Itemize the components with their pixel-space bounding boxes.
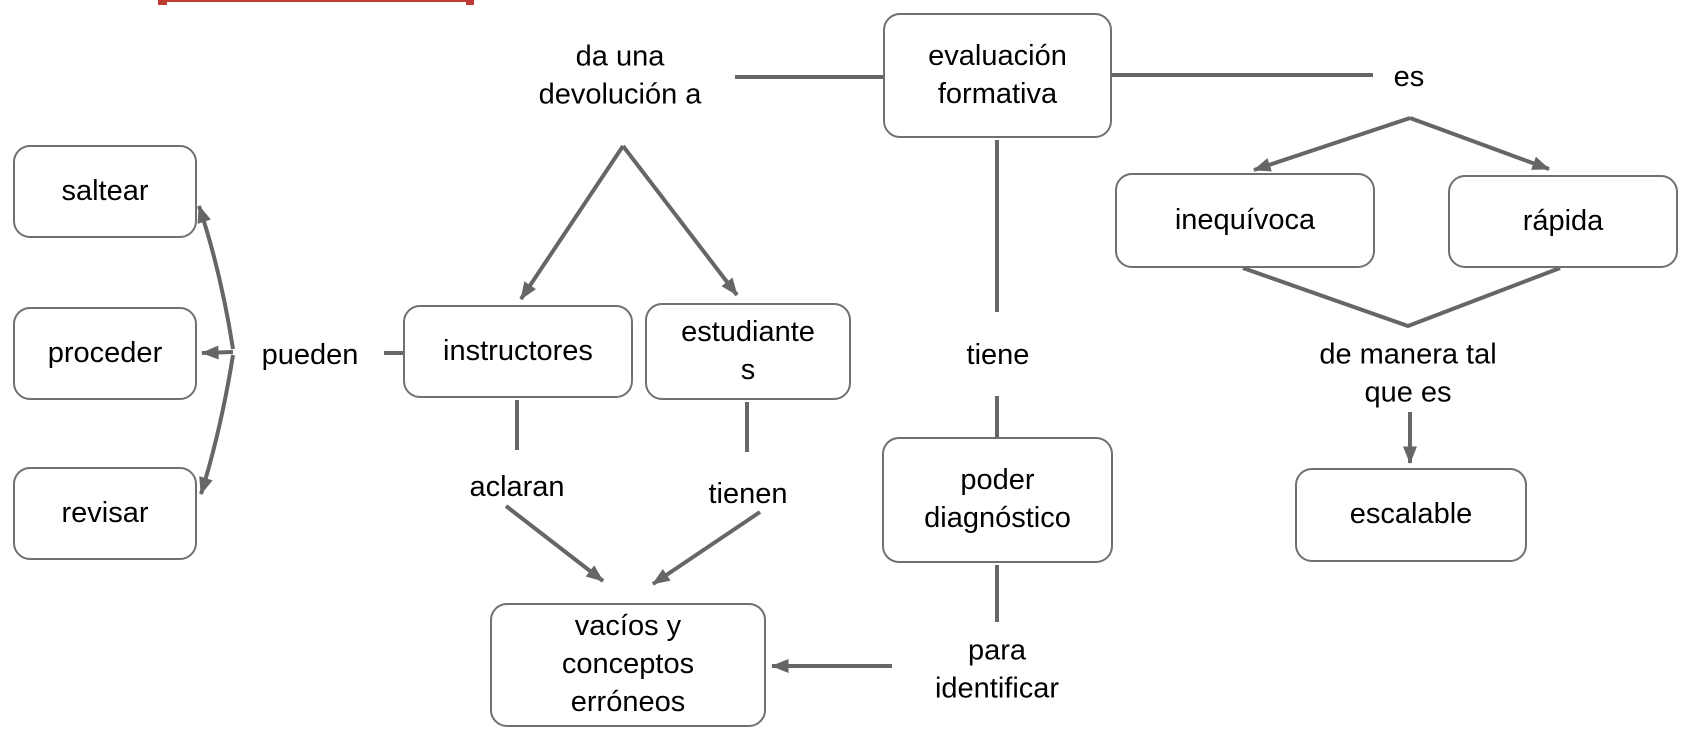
link-label-tiene: tiene xyxy=(966,339,1030,372)
node-inequivoca-label: inequívoca xyxy=(1174,203,1316,236)
node-poder-diagnostico: poder diagnóstico xyxy=(882,437,1113,563)
edge-pueden-to-revisar xyxy=(199,354,235,495)
node-instructores: instructores xyxy=(403,305,633,398)
link-label-pueden: pueden xyxy=(261,339,359,372)
link-label-aclaran: aclaran xyxy=(469,471,565,504)
edge-devolucion-to-estudiantes xyxy=(621,144,739,297)
node-saltear: saltear xyxy=(13,145,197,238)
node-instructores-label: instructores xyxy=(443,334,593,367)
link-label-de-manera-tal-que-es: de manera tal que es xyxy=(1319,338,1497,408)
node-evaluacion-formativa: evaluación formativa xyxy=(883,13,1112,138)
node-rapida-label: rápida xyxy=(1522,204,1604,237)
node-escalable: escalable xyxy=(1295,468,1527,562)
node-vacios-y-conceptos-erroneos: vacíos y conceptos erróneos xyxy=(490,603,766,727)
edge-inequivoca-rapida-to-de-manera xyxy=(1242,266,1561,329)
edge-es-to-rapida xyxy=(1409,116,1550,171)
edge-devolucion-to-instructores xyxy=(519,144,625,301)
node-vacios-label: vacíos y conceptos erróneos xyxy=(561,610,695,718)
link-label-tienen: tienen xyxy=(708,478,788,511)
node-estudiantes: estudiante s xyxy=(645,303,851,400)
edge-tienen-to-vacios xyxy=(651,510,762,586)
cropped-red-underline xyxy=(158,0,474,2)
edge-es-to-inequivoca xyxy=(1253,116,1411,172)
node-rapida: rápida xyxy=(1448,175,1678,268)
node-revisar: revisar xyxy=(13,467,197,560)
link-label-es: es xyxy=(1393,61,1425,94)
edge-aclaran-to-vacios xyxy=(504,504,605,583)
node-evaluacion-formativa-label: evaluación formativa xyxy=(928,39,1067,110)
link-label-para-identificar: para identificar xyxy=(934,634,1060,704)
node-poder-diagnostico-label: poder diagnóstico xyxy=(924,464,1071,534)
link-label-da-una-devolucion-a: da una devolución a xyxy=(538,40,702,110)
node-escalable-label: escalable xyxy=(1349,498,1473,531)
node-proceder-label: proceder xyxy=(47,336,163,369)
node-estudiantes-label: estudiante s xyxy=(681,315,815,386)
node-saltear-label: saltear xyxy=(61,174,149,207)
cropped-red-letter-fragment xyxy=(158,0,167,5)
node-inequivoca: inequívoca xyxy=(1115,173,1375,268)
edge-pueden-to-saltear xyxy=(197,205,235,350)
node-proceder: proceder xyxy=(13,307,197,400)
cropped-red-letter-fragment xyxy=(466,0,474,5)
node-revisar-label: revisar xyxy=(61,496,149,529)
edge-pueden-to-proceder xyxy=(201,345,234,360)
